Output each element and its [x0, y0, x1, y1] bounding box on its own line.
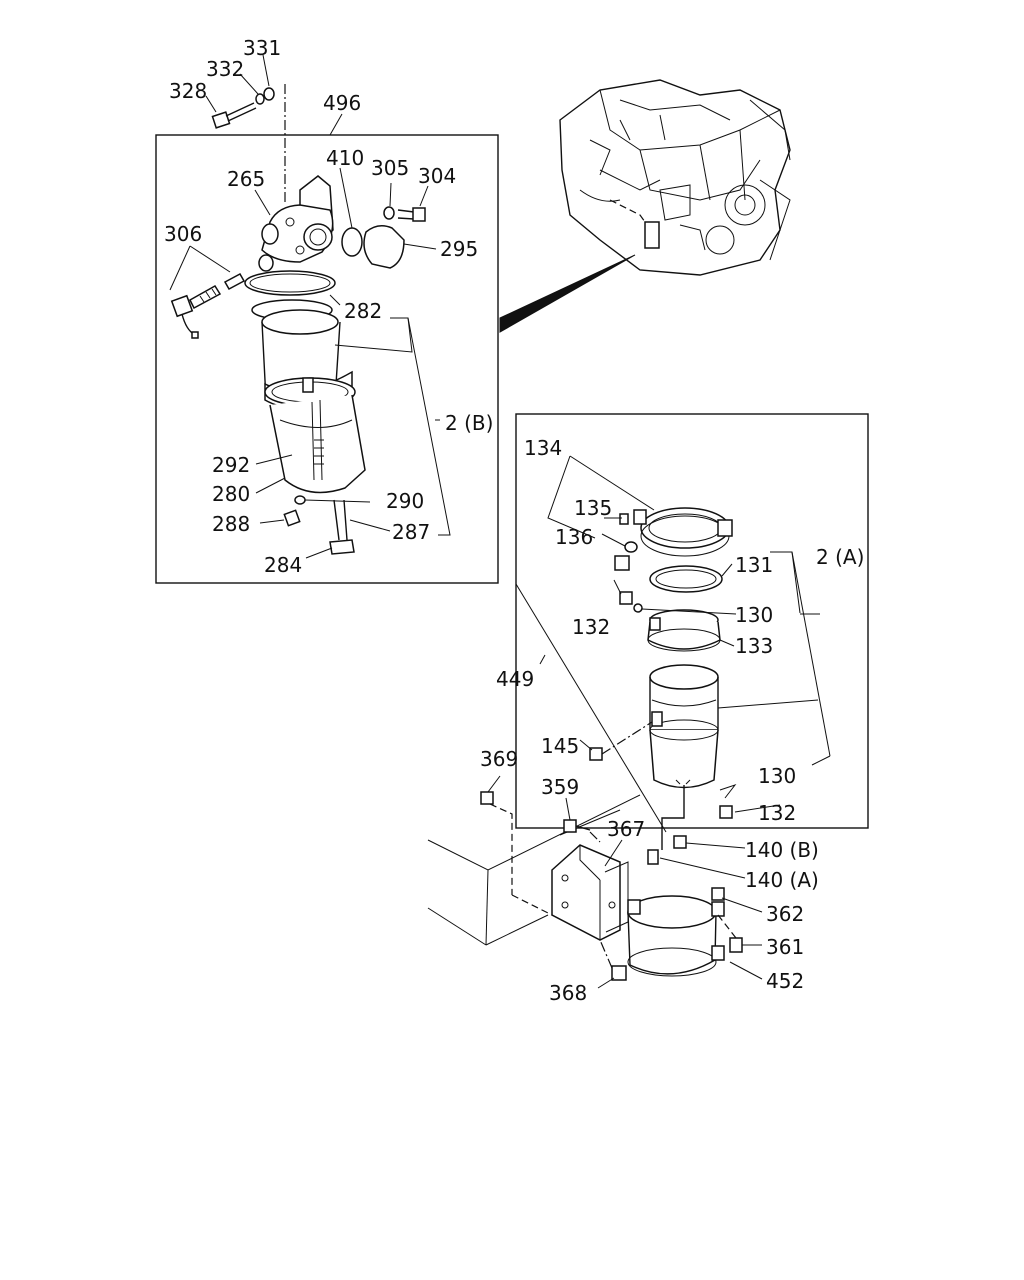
label-284: 284 [264, 553, 302, 577]
label-132-upper: 132 [572, 615, 610, 639]
label-2a: 2 (A) [816, 545, 864, 569]
nut-369 [480, 791, 494, 805]
label-290: 290 [386, 489, 424, 513]
leaders-upper [169, 54, 451, 559]
seal-ring-upper [244, 270, 336, 296]
plug-288 [283, 509, 301, 527]
label-361: 361 [766, 935, 804, 959]
filter-a-frame [515, 413, 869, 829]
washer-332 [255, 93, 265, 105]
label-306: 306 [164, 222, 202, 246]
label-282: 282 [344, 299, 382, 323]
location-pointer [499, 254, 636, 333]
bolt-359 [563, 819, 591, 833]
line-449 [515, 583, 667, 833]
label-410: 410 [326, 146, 364, 170]
oring-130-upper [633, 603, 643, 613]
label-130-upper: 130 [735, 603, 773, 627]
label-369: 369 [480, 747, 518, 771]
gasket-410 [341, 227, 363, 257]
bolt-328 [211, 102, 257, 129]
drain-284 [329, 499, 355, 555]
label-136: 136 [555, 525, 593, 549]
label-452: 452 [766, 969, 804, 993]
fitting-140b [673, 835, 687, 849]
plug-132-lower [719, 805, 733, 819]
clamp-134 [633, 507, 733, 557]
label-265: 265 [227, 167, 265, 191]
label-145: 145 [541, 734, 579, 758]
label-133: 133 [735, 634, 773, 658]
label-130-lower: 130 [758, 764, 796, 788]
label-132-lower: 132 [758, 801, 796, 825]
filter-case-280 [261, 309, 366, 494]
label-328: 328 [169, 79, 207, 103]
label-280: 280 [212, 482, 250, 506]
label-305: 305 [371, 156, 409, 180]
label-134: 134 [524, 436, 562, 460]
label-359: 359 [541, 775, 579, 799]
label-295: 295 [440, 237, 478, 261]
leaders-right [547, 455, 831, 879]
bolt-136 [614, 555, 630, 571]
bracket-367 [551, 844, 629, 941]
label-496: 496 [323, 91, 361, 115]
label-140a: 140 (A) [745, 868, 819, 892]
label-331: 331 [243, 36, 281, 60]
label-131: 131 [735, 553, 773, 577]
engine-location-sketch [559, 79, 791, 276]
filter-b-frame [155, 134, 499, 584]
oring-131 [649, 565, 723, 593]
filter-head-265 [258, 175, 334, 272]
fitting-140a [647, 849, 659, 865]
cover-295 [363, 225, 405, 269]
label-367: 367 [607, 817, 645, 841]
label-304: 304 [418, 164, 456, 188]
sensor-306 [170, 272, 246, 339]
bolt-304 [397, 207, 426, 222]
washer-305 [383, 206, 395, 220]
label-135: 135 [574, 496, 612, 520]
leaders-bottom [487, 775, 763, 989]
label-140b: 140 (B) [745, 838, 819, 862]
nut-362 [711, 887, 725, 901]
bolt-368 [611, 965, 627, 981]
washer-331 [263, 87, 275, 101]
plug-132 [619, 591, 633, 605]
label-288: 288 [212, 512, 250, 536]
adaptor-133 [647, 609, 721, 652]
label-332: 332 [206, 57, 244, 81]
oring-130-lower [719, 784, 737, 799]
label-368: 368 [549, 981, 587, 1005]
bolt-135 [619, 513, 629, 525]
callout-labels: 331 332 328 496 410 305 304 265 306 295 … [164, 36, 864, 1005]
label-2b: 2 (B) [445, 411, 493, 435]
label-449: 449 [496, 667, 534, 691]
label-362: 362 [766, 902, 804, 926]
filter-case-a [649, 664, 719, 800]
label-287: 287 [392, 520, 430, 544]
oring-290 [294, 495, 306, 505]
label-292: 292 [212, 453, 250, 477]
bolt-361 [729, 937, 743, 953]
washer-135 [624, 541, 638, 553]
clamp-452 [627, 895, 725, 977]
